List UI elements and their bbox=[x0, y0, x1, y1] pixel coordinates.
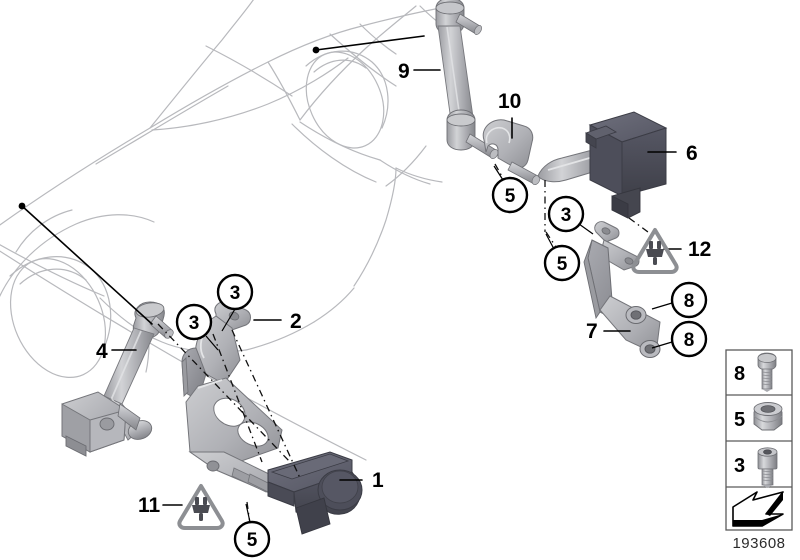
circled-callout-8a-label: 8 bbox=[684, 291, 695, 312]
circled-callout-8b-label: 8 bbox=[684, 330, 695, 351]
legend-label-5: 5 bbox=[734, 409, 745, 431]
circled-callout-5c[interactable]: 5 bbox=[543, 233, 581, 282]
warning-icon-11 bbox=[177, 484, 225, 530]
callout-6[interactable]: 6 bbox=[647, 142, 698, 165]
electrical-plug-icon bbox=[646, 241, 664, 265]
circled-callout-5a-label: 5 bbox=[247, 530, 258, 551]
part-10-link-rod-clip bbox=[482, 119, 541, 186]
callout-6-label: 6 bbox=[686, 142, 698, 165]
warning-icon-12 bbox=[631, 228, 679, 274]
circled-callout-8a[interactable]: 8 bbox=[651, 281, 708, 319]
part-4-sensor-link-rod-rear bbox=[61, 301, 174, 457]
circled-callout-5c-label: 5 bbox=[557, 254, 568, 275]
circled-callout-5a[interactable]: 5 bbox=[233, 503, 271, 558]
callout-7[interactable]: 7 bbox=[586, 320, 631, 343]
circled-callout-8b[interactable]: 8 bbox=[651, 320, 708, 358]
circled-callout-3b-label: 3 bbox=[189, 313, 200, 334]
legend-panel: 8 5 bbox=[725, 349, 793, 552]
callout-10[interactable]: 10 bbox=[498, 90, 521, 139]
callout-2-label: 2 bbox=[290, 310, 302, 333]
circled-callout-3a[interactable]: 3 bbox=[216, 273, 254, 332]
hex-head-bolt-icon bbox=[757, 352, 777, 392]
callout-7-label: 7 bbox=[586, 320, 598, 343]
legend-label-3: 3 bbox=[734, 455, 745, 477]
lock-nut-icon bbox=[753, 402, 783, 431]
legend-row-socket-head-cap-screw: 3 bbox=[734, 447, 778, 488]
part-7-sensor-mounting-bracket-front bbox=[583, 221, 661, 358]
callout-12-label: 12 bbox=[688, 238, 711, 261]
circled-callout-3c[interactable]: 3 bbox=[547, 195, 594, 235]
callout-1[interactable]: 1 bbox=[339, 469, 384, 492]
legend-label-8: 8 bbox=[734, 363, 745, 385]
part-9-sensor-link-rod-front bbox=[435, 0, 499, 159]
circled-callout-3c-label: 3 bbox=[561, 205, 572, 226]
callout-10-label: 10 bbox=[498, 90, 521, 113]
legend-row-direction-arrow bbox=[732, 491, 784, 527]
callout-9-label: 9 bbox=[398, 60, 410, 83]
callout-1-label: 1 bbox=[372, 469, 384, 492]
circled-callout-3a-label: 3 bbox=[230, 283, 241, 304]
callout-2[interactable]: 2 bbox=[253, 310, 302, 333]
circled-callout-5b[interactable]: 5 bbox=[491, 165, 529, 214]
part-6-headlight-aim-sensor-front bbox=[537, 111, 668, 219]
part-1-headlight-aim-sensor-rear bbox=[267, 451, 363, 535]
callout-11[interactable]: 11 bbox=[138, 494, 183, 517]
circled-callout-3b[interactable]: 3 bbox=[175, 303, 219, 351]
callout-9[interactable]: 9 bbox=[398, 60, 441, 83]
socket-head-cap-screw-icon bbox=[757, 447, 778, 488]
circled-callout-5b-label: 5 bbox=[505, 186, 516, 207]
vehicle-leader-lines bbox=[18, 35, 425, 325]
electrical-plug-icon bbox=[192, 497, 210, 521]
part-number-caption: 193608 bbox=[732, 535, 785, 552]
legend-row-hex-head-bolt: 8 bbox=[734, 352, 777, 392]
callout-4-label: 4 bbox=[96, 340, 108, 363]
callout-4[interactable]: 4 bbox=[96, 340, 137, 363]
callout-11-label: 11 bbox=[138, 494, 161, 517]
legend-row-lock-nut: 5 bbox=[734, 402, 783, 431]
